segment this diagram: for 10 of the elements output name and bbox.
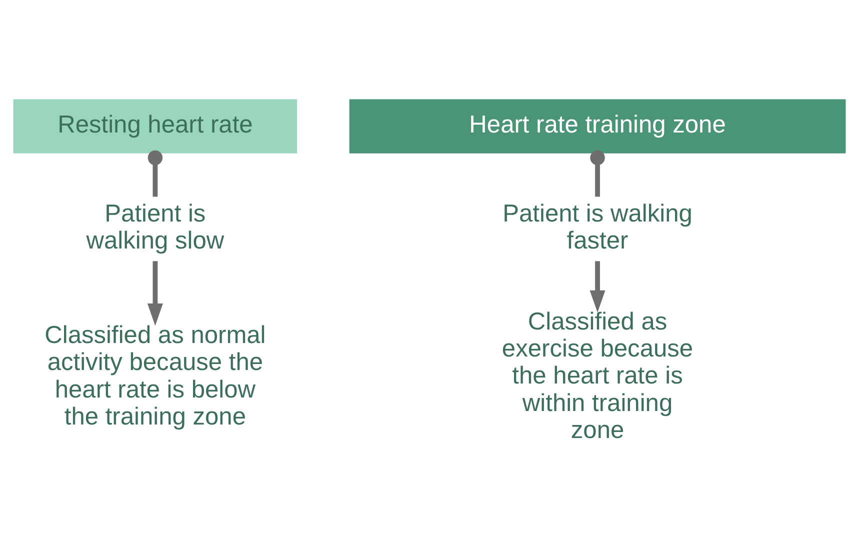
arrow: [147, 260, 163, 326]
arrow: [590, 260, 606, 312]
node-text: Classified as exercise because the heart rate is within training zone: [502, 308, 694, 444]
node-box: Resting heart rate: [13, 98, 298, 153]
connector: [148, 150, 163, 196]
node-text: Patient is walking slow: [86, 200, 224, 254]
node-box: Heart rate training zone: [349, 98, 846, 153]
node-text: Classified as normal activity because the heart rate is below the training zone: [44, 322, 266, 430]
connector: [590, 150, 605, 196]
node-text: Patient is walking faster: [502, 200, 692, 254]
